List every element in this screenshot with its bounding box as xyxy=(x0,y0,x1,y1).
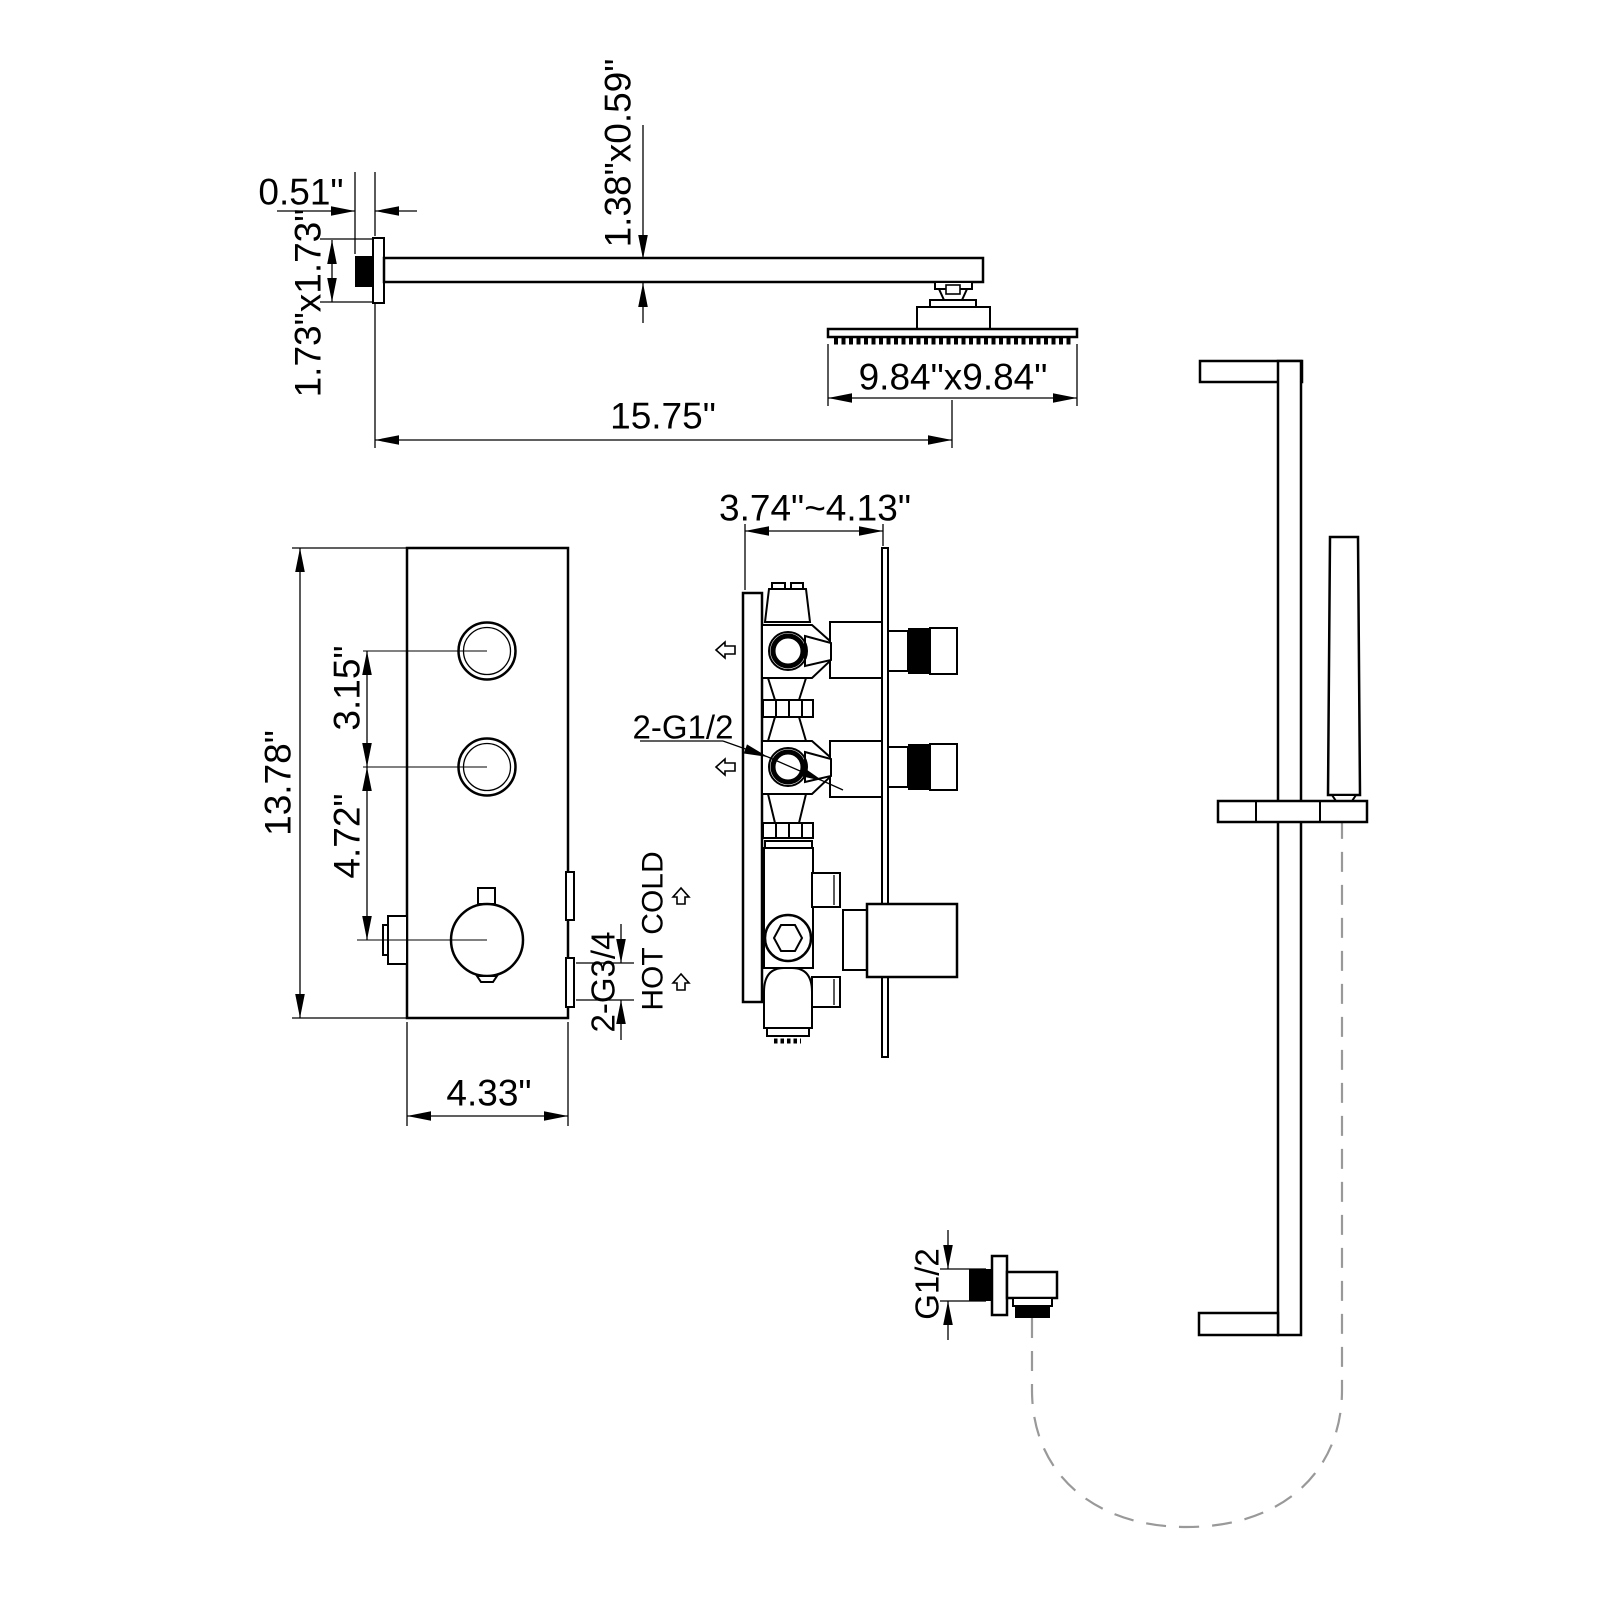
knob-stem-1 xyxy=(887,627,958,675)
ribbed-connector-1 xyxy=(762,699,814,718)
front-view-control-panel: 13.78" 3.15" 4.72" 4.33" 2-G3/4 xyxy=(258,546,634,1126)
temp-knob-side xyxy=(865,902,959,979)
slider-holder xyxy=(1216,799,1369,824)
dim-outlet-thread: G1/2 xyxy=(909,1230,986,1340)
thermo-bottom-body xyxy=(763,967,813,1029)
dim-label-flange-size: 1.73"x1.73" xyxy=(288,209,329,398)
outlet-connector-thread xyxy=(1015,1306,1050,1318)
panel-right-port-lower xyxy=(565,957,575,1008)
hot-up-arrow xyxy=(671,972,691,991)
side-view-valve: COLD HOT 2-G1/2 3.74"~4.13" xyxy=(633,488,959,1058)
hand-shower-hose xyxy=(1030,823,1344,1529)
dim-button-spacing: 3.15" xyxy=(327,645,372,767)
flow-left-arrow-lower xyxy=(714,757,736,777)
top-view-arm-and-head: 0.51" 1.73"x1.73" 1.38"x0.59" 9.84"x9.84… xyxy=(258,59,1079,448)
push-button-1 xyxy=(457,621,517,681)
hand-shower-wand xyxy=(1326,535,1362,797)
dim-label-button-knob-spacing: 4.72" xyxy=(327,793,368,878)
temperature-knob xyxy=(449,887,525,983)
knob-bottom-notch xyxy=(475,975,499,983)
temp-knob-mount xyxy=(842,909,868,971)
head-ball-joint xyxy=(916,281,991,330)
dim-label-button-spacing: 3.15" xyxy=(327,645,368,730)
dim-arm-length: 15.75" xyxy=(374,304,953,448)
dim-label-arm-length: 15.75" xyxy=(610,396,716,437)
dim-panel-width: 4.33" xyxy=(406,1022,569,1126)
arm-wall-nipple xyxy=(355,256,373,287)
outlet-thread-nipple xyxy=(969,1269,992,1301)
dim-panel-height: 13.78" xyxy=(258,547,407,1019)
valve-front-plate xyxy=(881,547,889,1058)
panel-right-port-upper xyxy=(565,871,575,921)
neck-1 xyxy=(766,677,808,701)
port-2-ring-outer xyxy=(768,747,808,787)
dim-label-inlet-ports: 2-G3/4 xyxy=(585,932,622,1033)
joint-notch xyxy=(945,284,961,295)
valve-back-plate xyxy=(741,591,764,1004)
flow-left-arrow-upper xyxy=(714,640,736,660)
label-outlet-ports: 2-G1/2 xyxy=(633,709,844,791)
slide-bar xyxy=(1276,359,1303,1337)
push-button-2 xyxy=(457,737,517,797)
dim-arm-profile: 1.38"x0.59" xyxy=(598,59,648,323)
thermo-right-block-upper xyxy=(811,872,841,908)
port-1-seat xyxy=(804,634,832,668)
dim-label-panel-width: 4.33" xyxy=(446,1073,531,1114)
arm-wall-flange xyxy=(372,237,385,304)
thermo-bottom-cap xyxy=(766,1027,810,1037)
cartridge-1-housing xyxy=(829,621,883,679)
thermo-cap xyxy=(764,840,813,849)
joint-ring xyxy=(929,299,977,308)
outlet-body xyxy=(1005,1270,1059,1300)
thermo-right-block-lower xyxy=(811,976,841,1008)
cold-up-arrow xyxy=(671,886,691,905)
outlet-connector xyxy=(1012,1297,1053,1307)
wall-outlet-elbow: G1/2 xyxy=(909,1230,1059,1340)
hex-port-hexagon xyxy=(772,924,804,952)
head-mount-block xyxy=(916,306,991,330)
dim-inlet-ports: 2-G3/4 xyxy=(576,924,634,1040)
ribbed-connector-2 xyxy=(762,822,814,839)
dim-mounting-depth: 3.74"~4.13" xyxy=(719,488,911,590)
slide-bar-assembly xyxy=(1197,359,1369,1337)
outlet-flange xyxy=(990,1254,1009,1317)
knob-top-tab xyxy=(477,887,496,905)
rain-shower-head xyxy=(826,327,1079,339)
dim-label-panel-height: 13.78" xyxy=(258,730,299,836)
hex-port-circle xyxy=(763,913,813,963)
dim-label-head-size: 9.84"x9.84" xyxy=(859,357,1048,398)
knob-stem-2 xyxy=(887,743,958,791)
dim-label-outlet-ports: 2-G1/2 xyxy=(633,709,734,746)
slide-bar-bottom-bracket xyxy=(1197,1311,1280,1337)
port-1-ring xyxy=(770,633,806,669)
dim-arm-wall-offset: 0.51" xyxy=(258,172,417,254)
dim-label-outlet-thread: G1/2 xyxy=(909,1248,946,1320)
neck-3 xyxy=(766,793,808,824)
neck-2 xyxy=(766,716,808,742)
dim-flange-size: 1.73"x1.73" xyxy=(288,209,373,398)
control-panel-plate xyxy=(405,546,570,1020)
dim-label-arm-wall-offset: 0.51" xyxy=(258,172,343,213)
dim-head-size: 9.84"x9.84" xyxy=(827,344,1078,406)
port-2-ring xyxy=(770,749,806,785)
shower-arm xyxy=(382,256,985,284)
dim-label-arm-profile: 1.38"x0.59" xyxy=(598,59,639,248)
port-1-ring-outer xyxy=(768,631,808,671)
cold-label: COLD xyxy=(637,851,670,934)
cartridge-2-housing xyxy=(829,740,883,798)
dim-label-mounting-depth: 3.74"~4.13" xyxy=(719,488,911,529)
hot-label: HOT xyxy=(637,947,670,1010)
dim-button-knob-spacing: 4.72" xyxy=(327,767,372,940)
cartridge-1-cap xyxy=(763,588,812,623)
